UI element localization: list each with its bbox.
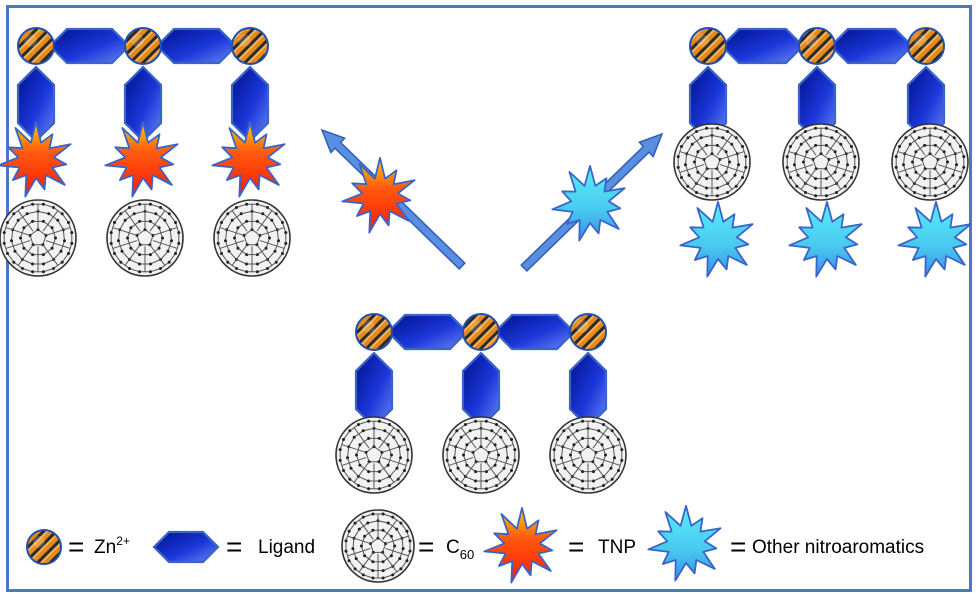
legend-c60-label: C60 [446, 537, 474, 562]
ligand-icon [493, 313, 576, 351]
ligand-icon [152, 530, 220, 564]
legend-equals: = [418, 531, 434, 562]
legend-equals: = [68, 531, 84, 562]
c60-fullerene-icon [891, 123, 969, 201]
ligand-icon [386, 313, 469, 351]
ligand-icon [461, 351, 501, 429]
tnp-star-icon [483, 506, 558, 584]
legend-layer: Zn2+ Ligand C60 TNP Other nitroaromatics… [26, 504, 924, 584]
zn-ion-icon [231, 27, 269, 65]
legend-equals: = [568, 531, 584, 562]
zn-ion-icon [355, 313, 393, 351]
tnp-star-icon [211, 121, 286, 198]
nitroaromatic-star-icon [647, 504, 722, 582]
ligand-icon [155, 27, 238, 65]
structures-layer [0, 27, 972, 494]
legend-equals: = [730, 531, 746, 562]
c60-fullerene-icon [213, 199, 291, 277]
ligand-icon [829, 27, 914, 65]
zn-ion-icon [462, 313, 500, 351]
c60-fullerene-icon [341, 509, 415, 583]
c60-fullerene-icon [673, 123, 751, 201]
legend-equals: = [226, 531, 242, 562]
mof-framework [688, 27, 946, 143]
zn-ion-icon [798, 27, 836, 65]
mof-framework [354, 313, 608, 429]
mof-framework [16, 27, 270, 143]
c60-fullerene-icon [549, 416, 627, 494]
zn-ion-icon [689, 27, 727, 65]
c60-fullerene-icon [442, 416, 520, 494]
legend-tnp-label: TNP [598, 537, 636, 558]
ligand-icon [354, 351, 394, 429]
legend-zn-label: Zn2+ [94, 534, 130, 558]
tnp-star-icon [104, 121, 179, 198]
zn-ion-icon [907, 27, 945, 65]
legend-other-label: Other nitroaromatics [752, 537, 924, 558]
tnp-star-icon [0, 121, 72, 198]
ligand-icon [720, 27, 805, 65]
nitroaromatic-star-icon [788, 200, 863, 278]
c60-fullerene-icon [106, 199, 184, 277]
ligand-icon [48, 27, 131, 65]
c60-fullerene-icon [782, 123, 860, 201]
nitroaromatic-star-icon [897, 200, 972, 278]
zn-ion-icon [26, 529, 62, 565]
zn-ion-icon [17, 27, 55, 65]
nitroaromatic-star-icon [679, 200, 754, 278]
c60-fullerene-icon [335, 416, 413, 494]
zn-ion-icon [124, 27, 162, 65]
zn-ion-icon [569, 313, 607, 351]
c60-fullerene-icon [0, 199, 77, 277]
tnp-star-icon [341, 156, 416, 234]
ligand-icon [568, 351, 608, 429]
nitroaromatic-star-icon [551, 164, 626, 242]
legend-ligand-label: Ligand [258, 537, 315, 558]
arrows-layer [320, 128, 664, 272]
